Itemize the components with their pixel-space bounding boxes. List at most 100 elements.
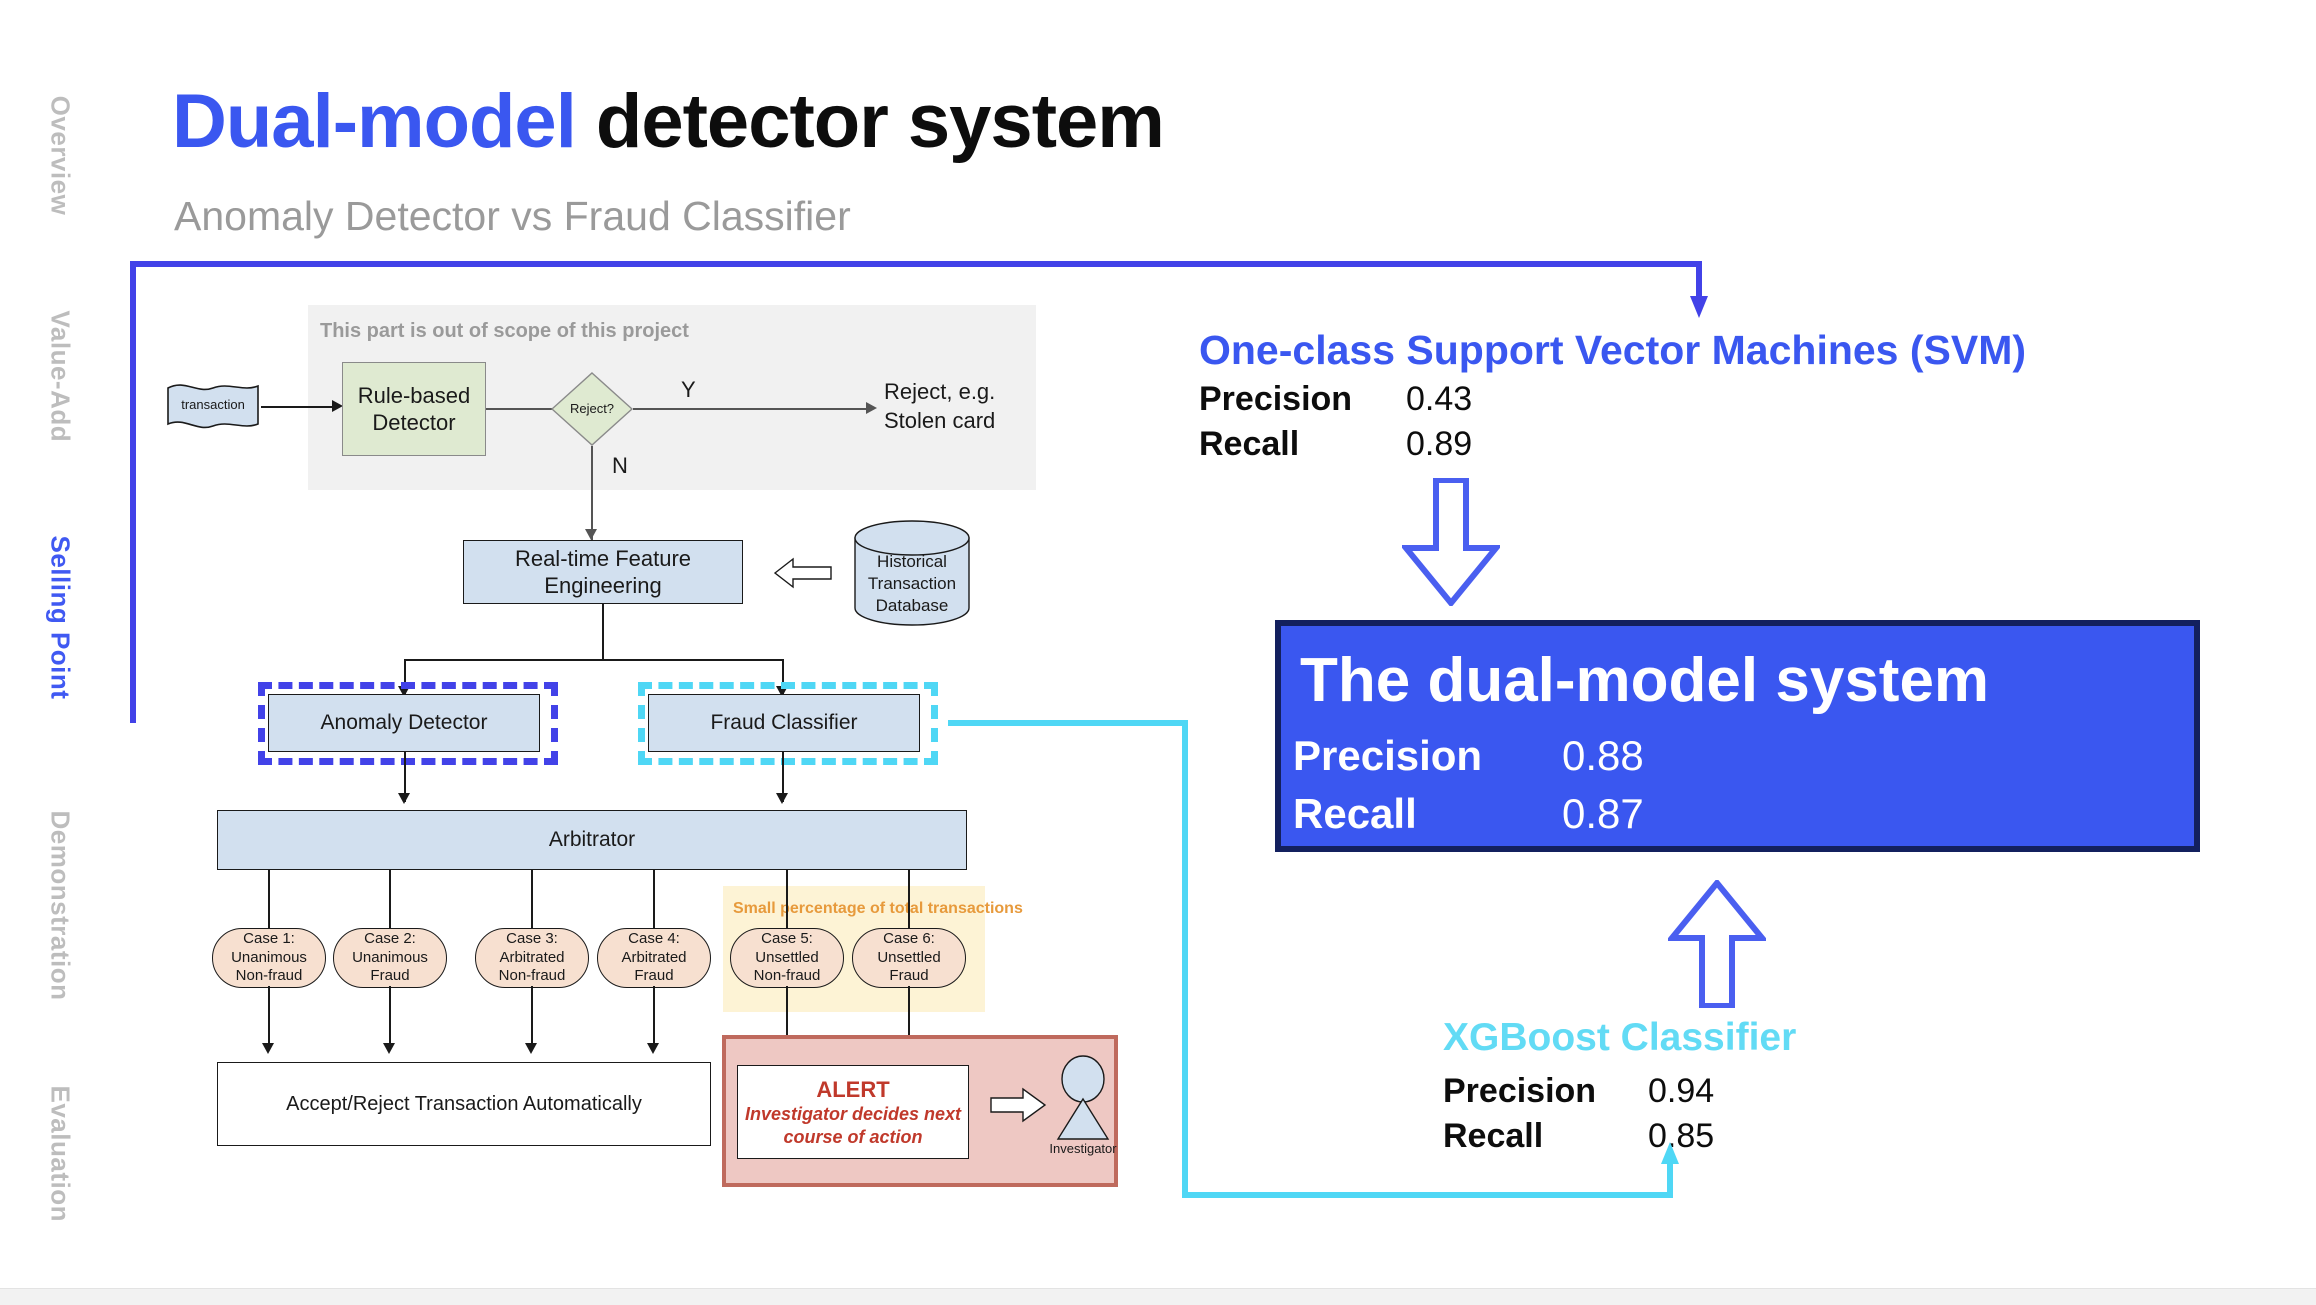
arrow-head: [262, 1043, 274, 1054]
dual-recall-value: 0.87: [1562, 790, 1644, 837]
historical-database-label: Historical Transaction Database: [867, 552, 957, 615]
edge-case5-alert: [786, 986, 788, 1061]
rule-based-detector-node: Rule-based Detector: [342, 362, 486, 456]
edge-case4-auto: [653, 986, 655, 1050]
svm-recall-value: 0.89: [1406, 425, 1473, 463]
sidebar-item-label: Evaluation: [45, 1085, 76, 1222]
anomaly-detector-node: Anomaly Detector: [268, 694, 540, 752]
arrow-head: [776, 793, 788, 804]
fraud-classifier-node: Fraud Classifier: [648, 694, 920, 752]
arrow-head: [398, 793, 410, 804]
arrow-up-icon: [1665, 878, 1769, 1009]
svm-recall-label: Recall: [1199, 425, 1300, 463]
dual-recall-label: Recall: [1293, 790, 1417, 837]
arbitrator-node: Arbitrator: [217, 810, 967, 870]
dual-precision-value: 0.88: [1562, 732, 1644, 779]
xgboost-precision-value: 0.94: [1648, 1072, 1715, 1110]
case-label: Case 1: Unanimous Non-fraud: [231, 929, 307, 985]
alert-to-investigator-arrow-icon: [990, 1087, 1047, 1123]
rule-based-detector-label: Rule-based Detector: [357, 382, 471, 436]
arrow-head: [647, 1043, 659, 1054]
anomaly-detector-label: Anomaly Detector: [320, 710, 488, 734]
svm-precision-label: Precision: [1199, 380, 1353, 418]
auto-decision-label: Accept/Reject Transaction Automatically: [286, 1092, 642, 1115]
transaction-node: transaction: [165, 380, 261, 432]
arrow-head: [525, 1043, 537, 1054]
edge-feature-split: [602, 604, 604, 660]
dual-precision-label: Precision: [1293, 732, 1483, 779]
case-node: Case 4: Arbitrated Fraud: [597, 928, 711, 988]
alert-subtitle: Investigator decides next course of acti…: [744, 1104, 962, 1147]
status-bar: [0, 1288, 2316, 1305]
feature-engineering-node: Real-time Feature Engineering: [463, 540, 743, 604]
edge-decision-reject: [633, 408, 873, 410]
case-node: Case 5: Unsettled Non-fraud: [730, 928, 844, 988]
case-node: Case 3: Arbitrated Non-fraud: [475, 928, 589, 988]
decision-label: Reject?: [569, 401, 615, 416]
page-title-highlight: Dual-model: [172, 79, 577, 164]
xgboost-title: XGBoost Classifier: [1443, 1016, 1797, 1059]
arrow-head: [383, 1043, 395, 1054]
dual-model-title: The dual-model system: [1300, 646, 1990, 715]
xgboost-recall-value: 0.85: [1648, 1117, 1715, 1155]
edge-case2-auto: [389, 986, 391, 1050]
sidebar-item-label: Value-Add: [45, 310, 76, 443]
reject-outcome-label: Reject, e.g. Stolen card: [884, 379, 996, 433]
edge-arbitrator-case2: [389, 870, 391, 929]
database-to-feature-arrow-icon: [773, 557, 832, 589]
xgboost-recall-label: Recall: [1443, 1117, 1544, 1155]
sidebar-item-label: Selling Point: [45, 535, 76, 700]
arrow-head: [866, 402, 877, 414]
edge-arbitrator-case6: [908, 870, 910, 929]
edge-decision-feature: [591, 446, 593, 540]
arrow-head: [585, 529, 597, 540]
page-title-rest: detector system: [575, 79, 1165, 164]
sidebar-item-selling-point[interactable]: Selling Point: [45, 536, 76, 700]
decision-no-label: N: [612, 453, 628, 478]
edge-rule-decision: [486, 408, 552, 410]
edge-split-bar: [404, 659, 783, 661]
transaction-label: transaction: [181, 397, 245, 412]
auto-decision-node: Accept/Reject Transaction Automatically: [217, 1062, 711, 1146]
edge-arbitrator-case4: [653, 870, 655, 929]
case-label: Case 5: Unsettled Non-fraud: [753, 929, 821, 985]
edge-arbitrator-case3: [531, 870, 533, 929]
arbitrator-label: Arbitrator: [548, 827, 636, 851]
sidebar-item-evaluation[interactable]: Evaluation: [45, 1086, 76, 1222]
xgboost-precision-label: Precision: [1443, 1072, 1597, 1110]
fraud-classifier-label: Fraud Classifier: [710, 710, 858, 734]
case-label: Case 3: Arbitrated Non-fraud: [498, 929, 566, 985]
edge-arbitrator-case5: [786, 870, 788, 929]
alert-node: ALERT Investigator decides next course o…: [737, 1065, 969, 1159]
feature-engineering-label: Real-time Feature Engineering: [514, 545, 692, 599]
page-subtitle: Anomaly Detector vs Fraud Classifier: [174, 193, 851, 239]
sidebar-item-value-add[interactable]: Value-Add: [45, 311, 76, 443]
out-of-scope-label: This part is out of scope of this projec…: [320, 320, 689, 342]
sidebar-item-label: Overview: [45, 95, 76, 216]
page-title: Dual-model detector system: [172, 78, 1165, 165]
edge-case6-alert: [908, 986, 910, 1036]
small-percentage-label: Small percentage of total transactions: [733, 900, 1023, 917]
edge-anomaly-arbitrator: [404, 752, 406, 802]
edge-fraud-arbitrator: [782, 752, 784, 802]
case-node: Case 2: Unanimous Fraud: [333, 928, 447, 988]
investigator-avatar: [1052, 1055, 1114, 1141]
svm-precision-value: 0.43: [1406, 380, 1473, 418]
alert-title: ALERT: [816, 1076, 890, 1102]
case-label: Case 4: Arbitrated Fraud: [621, 929, 687, 985]
svm-title: One-class Support Vector Machines (SVM): [1199, 327, 2027, 373]
edge-transaction-rule: [261, 406, 334, 408]
arrow-down-icon: [1399, 477, 1503, 608]
connector-arrow-head: [1690, 296, 1708, 318]
investigator-label: Investigator: [1049, 1141, 1117, 1156]
edge-case3-auto: [531, 986, 533, 1050]
sidebar-item-demonstration[interactable]: Demonstration: [45, 811, 76, 1001]
case-label: Case 2: Unanimous Fraud: [352, 929, 428, 985]
decision-yes-label: Y: [681, 377, 696, 402]
edge-arbitrator-case1: [268, 870, 270, 929]
sidebar-item-label: Demonstration: [45, 810, 76, 1001]
sidebar-item-overview[interactable]: Overview: [45, 96, 76, 216]
edge-case1-auto: [268, 986, 270, 1050]
case-node: Case 1: Unanimous Non-fraud: [212, 928, 326, 988]
